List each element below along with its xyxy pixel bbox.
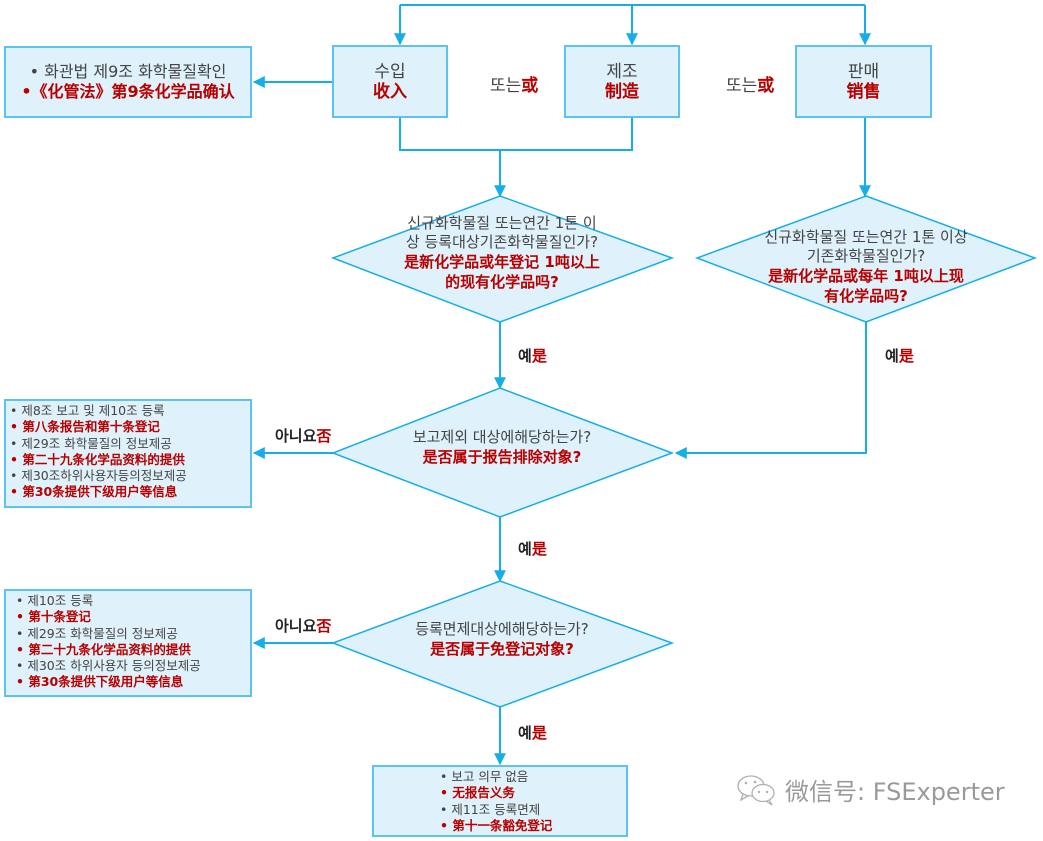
yes-zh: 是: [898, 347, 914, 365]
list-item: • 제8조 보고 및 제10조 등록: [10, 403, 165, 418]
source-sale-zh: 销售: [846, 81, 881, 102]
list-item: • 제10조 등록: [16, 593, 94, 608]
decision-3-kr: 보고제외 대상에해당하는가?: [412, 428, 592, 446]
decision-3-text: 보고제외 대상에해당하는가? 是否属于报告排除对象?: [370, 428, 634, 467]
or-label-2: 또는或: [726, 71, 774, 96]
yes-zh: 是: [531, 347, 547, 365]
or-label-1-kr: 또는: [490, 76, 522, 96]
source-import-kr: 수입: [374, 61, 406, 82]
yes-kr: 예: [518, 724, 532, 742]
yes-label-d2: 예是: [885, 345, 914, 366]
decision-2-text: 신규화학물질 또는연간 1톤 이상 기존화학물질인가? 是新化学品或每年 1吨以…: [722, 228, 1010, 306]
list-item: • 第30条提供下级用户等信息: [16, 674, 184, 690]
list-item: • 제30조 하위사용자 등의정보제공: [16, 658, 201, 674]
no-zh: 否: [316, 617, 332, 635]
or-label-2-zh: 或: [757, 76, 775, 96]
list-item: • 제29조 화학물질의 정보제공: [16, 625, 178, 641]
no-label-d3: 아니요否: [275, 425, 331, 446]
no-zh: 否: [316, 427, 332, 445]
decision-1-kr-line1: 신규화학물질 또는연간 1톤 이: [407, 214, 597, 232]
list-item: • 제11조 등록면제: [440, 801, 541, 817]
source-manufacture-kr: 제조: [606, 61, 638, 82]
or-label-2-kr: 또는: [726, 76, 758, 96]
law-check-box: • 화관법 제9조 화학물질확인 •《化管法》第9条化学品确认: [4, 46, 252, 118]
source-box-sale: 판매 销售: [795, 45, 932, 118]
decision-4-zh: 是否属于免登记对象?: [430, 640, 574, 658]
list-item: • 第十条登记: [16, 609, 91, 625]
source-manufacture-zh: 制造: [605, 81, 639, 102]
list-item: • 보고 의무 없음: [440, 769, 529, 784]
source-box-manufacture: 제조 制造: [564, 45, 680, 118]
source-sale-kr: 판매: [847, 61, 880, 82]
source-import-zh: 收入: [373, 81, 407, 102]
list-item: • 无报告义务: [440, 785, 515, 801]
decision-1-zh-line2: 的现有化学品吗?: [445, 273, 559, 291]
exemption-box: • 보고 의무 없음• 无报告义务• 제11조 등록면제• 第十一条豁免登记: [372, 765, 628, 837]
no-kr: 아니요: [275, 617, 317, 635]
decision-4-kr: 등록면제대상에해당하는가?: [415, 620, 589, 638]
law-check-kr: • 화관법 제9조 화학물질확인: [29, 62, 227, 81]
merge-line: [399, 118, 633, 151]
list-item: • 第二十九条化学品资料的提供: [10, 451, 185, 467]
yes-zh: 是: [531, 540, 547, 558]
arrow-d2-to-d3: [674, 322, 867, 459]
list-item: • 第30条提供下级用户等信息: [10, 484, 178, 500]
yes-kr: 예: [518, 347, 532, 365]
decision-2-shape: [694, 195, 1038, 323]
list-item: • 제29조 화학물질의 정보제공: [10, 435, 172, 451]
report-obligations-box: • 제8조 보고 및 제10조 등록• 第八条报告和第十条登记• 제29조 화학…: [4, 399, 252, 508]
yes-label-d4: 예是: [518, 722, 547, 743]
wechat-icon: [737, 774, 775, 806]
decision-1-kr-line2: 상 등록대상기존화학물질인가?: [405, 233, 599, 251]
yes-kr: 예: [518, 540, 532, 558]
yes-kr: 예: [885, 347, 899, 365]
no-label-d4: 아니요否: [275, 615, 331, 636]
law-check-zh: •《化管法》第9条化学品确认: [21, 82, 235, 101]
decision-1-text: 신규화학물질 또는연간 1톤 이 상 등록대상기존화학물질인가? 是新化学品或年…: [360, 214, 644, 292]
list-item: • 第八条报告和第十条登记: [10, 419, 160, 435]
yes-label-d1: 예是: [518, 345, 547, 366]
or-label-1: 또는或: [490, 71, 538, 96]
decision-3-zh: 是否属于报告排除对象?: [422, 448, 582, 466]
decision-1-shape: [330, 195, 675, 323]
or-label-1-zh: 或: [521, 76, 539, 96]
list-item: • 第二十九条化学品资料的提供: [16, 641, 191, 657]
decision-2-zh-line2: 有化学品吗?: [824, 287, 908, 305]
list-item: • 第十一条豁免登记: [440, 817, 553, 833]
watermark: 微信号: FSExperter: [735, 772, 1005, 807]
decision-4-shape: [330, 580, 675, 708]
decision-3-shape: [330, 387, 675, 518]
list-item: • 제30조하위사용자등의정보제공: [10, 468, 187, 484]
source-box-import: 수입 收入: [332, 45, 448, 118]
decision-2-zh-line1: 是新化学品或每年 1吨以上现: [768, 267, 964, 285]
decision-1-zh-line1: 是新化学品或年登记 1吨以上: [404, 253, 600, 271]
yes-label-d3: 예是: [518, 538, 547, 559]
decision-2-kr-line1: 신규화학물질 또는연간 1톤 이상: [764, 228, 968, 246]
watermark-text: 微信号: FSExperter: [785, 778, 1005, 806]
yes-zh: 是: [531, 724, 547, 742]
decision-2-kr-line2: 기존화학물질인가?: [806, 247, 926, 265]
no-kr: 아니요: [275, 427, 317, 445]
register-obligations-box: • 제10조 등록• 第十条登记• 제29조 화학물질의 정보제공• 第二十九条…: [4, 589, 252, 697]
decision-4-text: 등록면제대상에해당하는가? 是否属于免登记对象?: [370, 620, 634, 659]
